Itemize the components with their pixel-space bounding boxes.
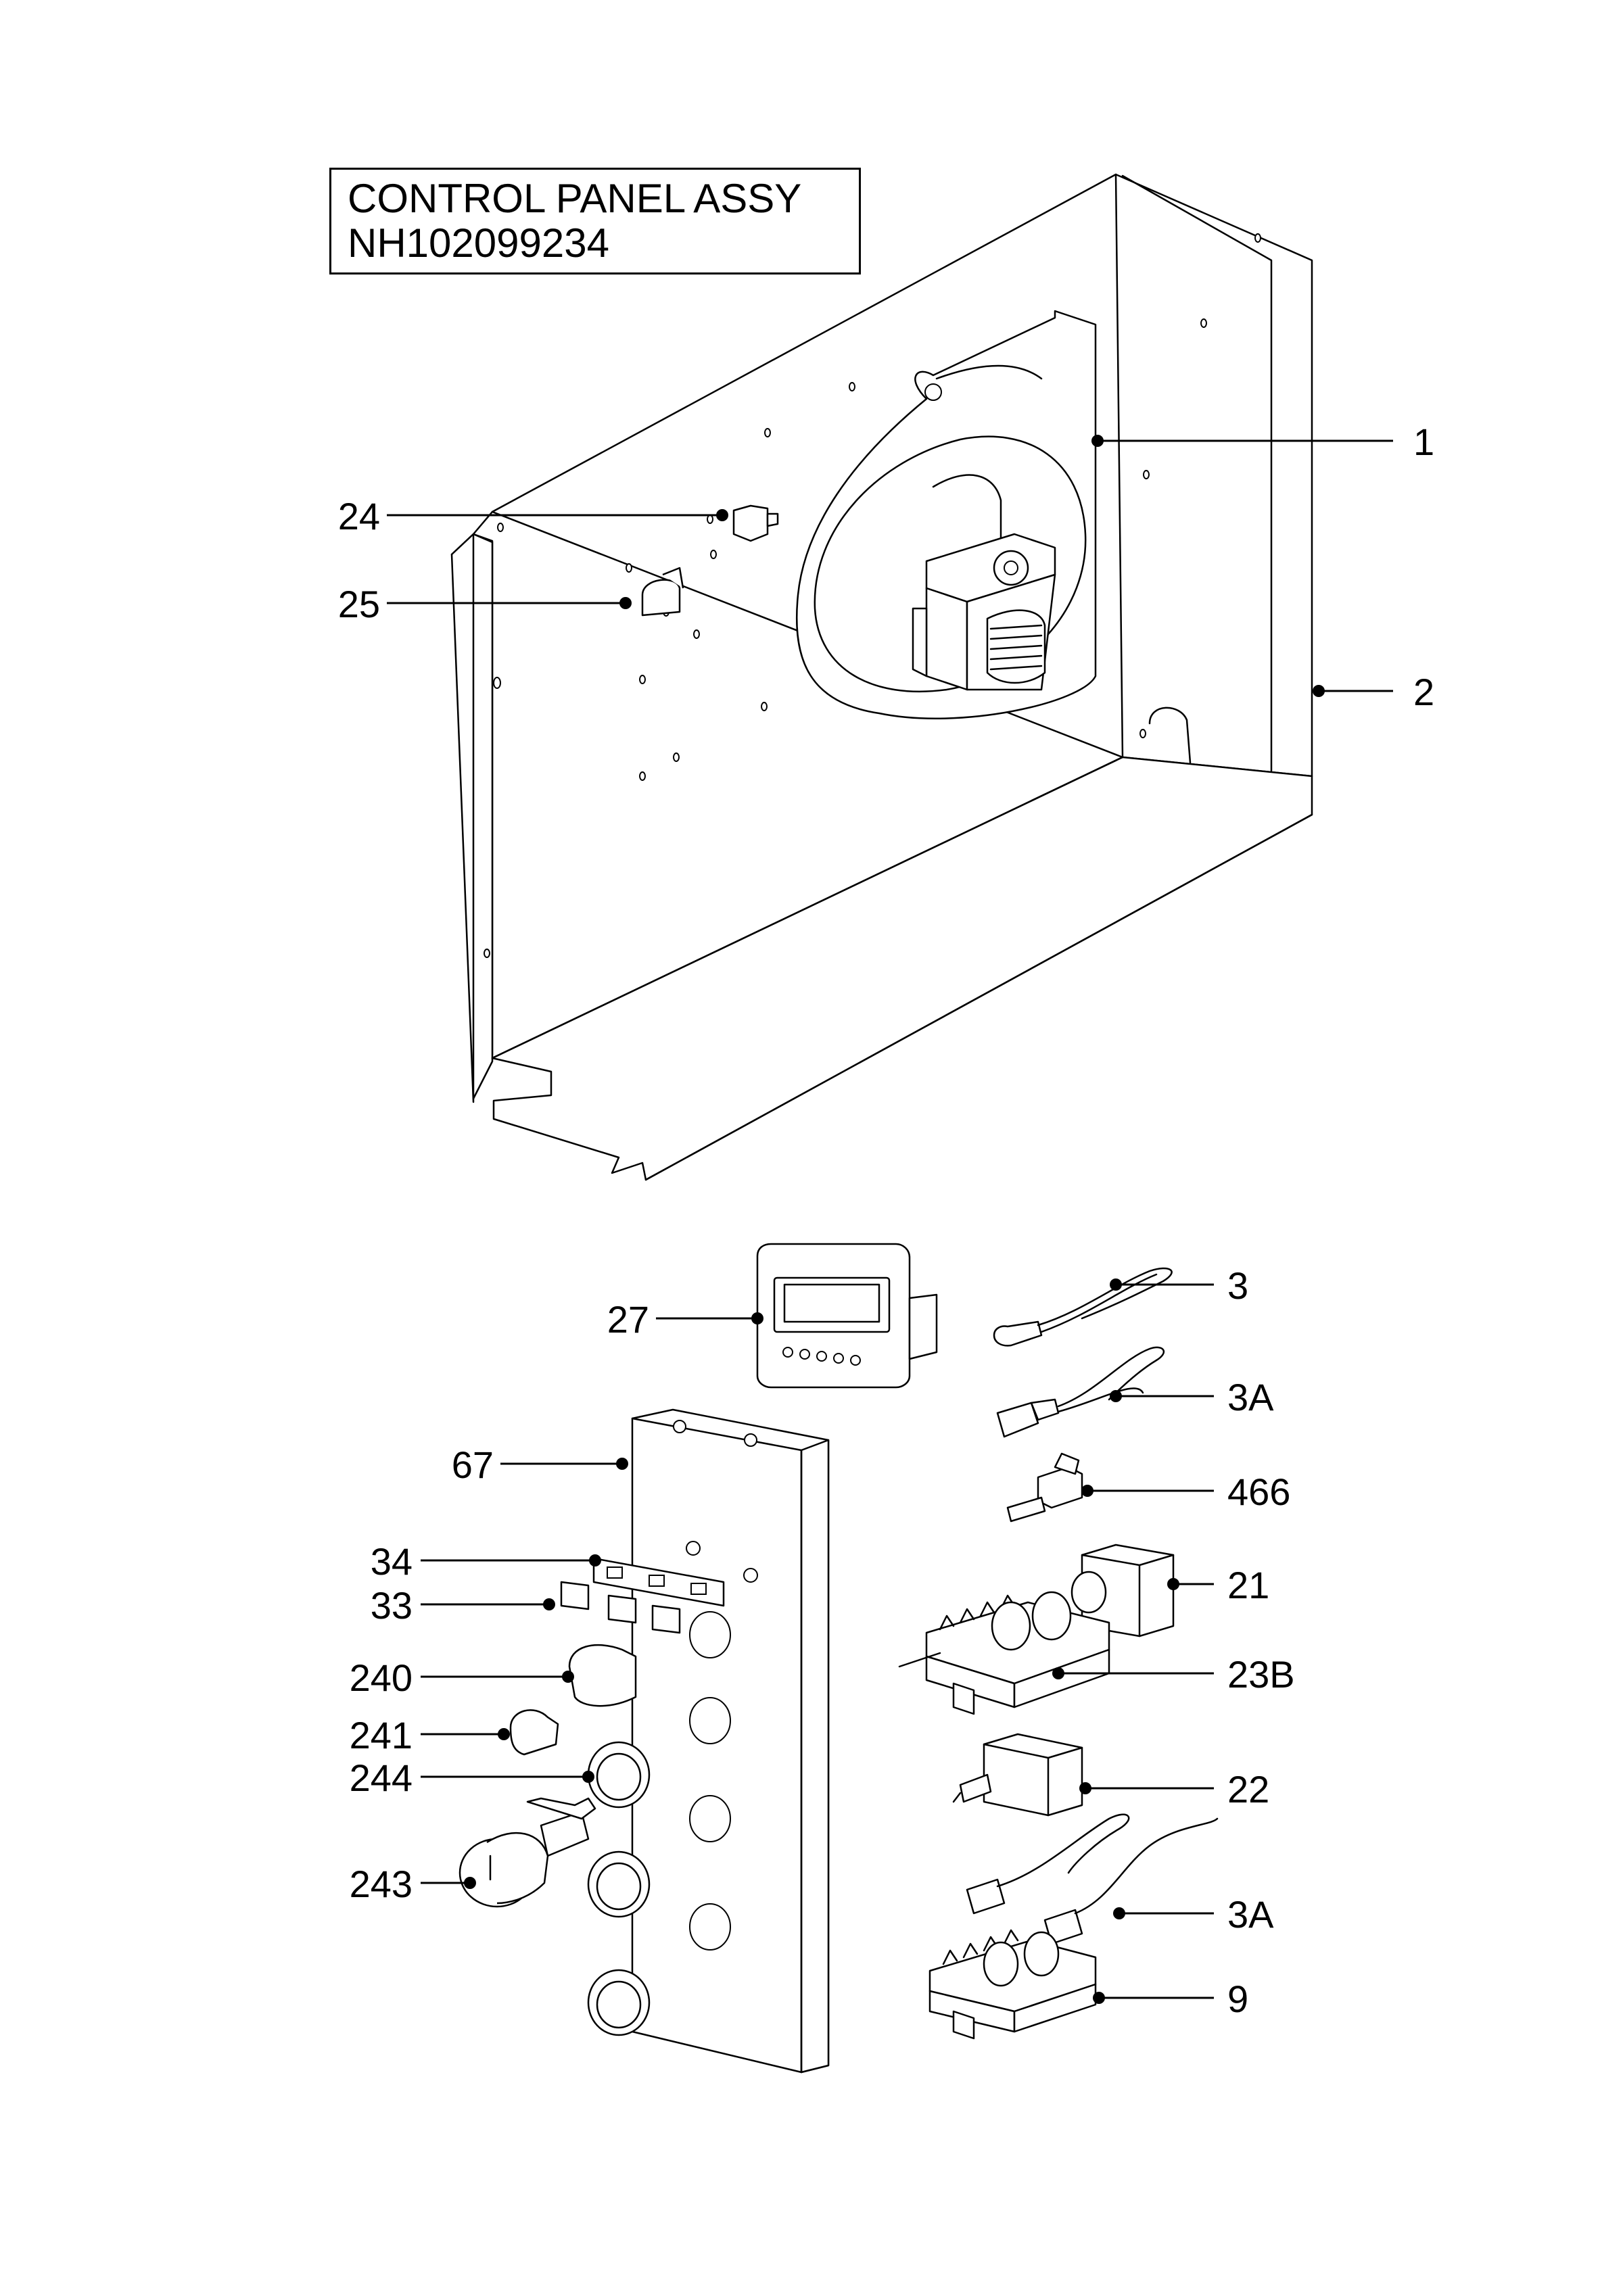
- sensor-3a-lower: [966, 1813, 1219, 1945]
- control-knob-243: [458, 1797, 596, 1908]
- callout-21: 21: [1227, 1564, 1270, 1606]
- thermostat-24: [716, 504, 779, 542]
- callout-34: 34: [370, 1540, 413, 1583]
- callout-9: 9: [1227, 1978, 1249, 2020]
- callout-24: 24: [337, 495, 380, 537]
- front-fascia-panel: [616, 1408, 830, 2074]
- assembly-name: CONTROL PANEL ASSY: [348, 176, 802, 221]
- callout-3a-lower: 3A: [1227, 1893, 1274, 1936]
- switch-plate-34: [589, 1554, 725, 1607]
- callout-27: 27: [607, 1298, 649, 1341]
- lamp-bulb-241: [498, 1709, 559, 1756]
- callout-67: 67: [451, 1443, 494, 1486]
- fan-motor-assembly: [795, 310, 1097, 720]
- callout-25: 25: [337, 583, 380, 625]
- lamp-holder-240: [562, 1644, 637, 1707]
- selector-switch-9: [928, 1929, 1105, 2040]
- callout-240: 240: [349, 1656, 413, 1699]
- knob-bezel-244: [582, 1741, 651, 2036]
- sensor-3a-upper: [996, 1346, 1165, 1438]
- callout-33: 33: [370, 1584, 413, 1627]
- push-buttons-33: [543, 1581, 681, 1634]
- callout-241: 241: [349, 1714, 413, 1756]
- callout-3a-upper: 3A: [1227, 1376, 1274, 1418]
- selector-switch-23b: [898, 1591, 1110, 1715]
- probe-sensor-3: [993, 1267, 1173, 1347]
- switch-466: [1006, 1452, 1093, 1523]
- callout-1: 1: [1413, 421, 1435, 463]
- title-box: CONTROL PANEL ASSY NH102099234: [329, 168, 861, 274]
- callout-466: 466: [1227, 1470, 1291, 1513]
- callout-23b: 23B: [1227, 1653, 1295, 1696]
- thermostat-25: [619, 567, 684, 617]
- callout-2: 2: [1413, 671, 1435, 713]
- leader-lines: [387, 435, 1393, 1999]
- part-number: NH102099234: [348, 220, 609, 266]
- switch-21: [1071, 1544, 1179, 1637]
- callout-243: 243: [349, 1863, 413, 1905]
- callout-244: 244: [349, 1756, 413, 1799]
- callout-3: 3: [1227, 1264, 1249, 1307]
- callout-22: 22: [1227, 1768, 1270, 1811]
- timer-display-module: [751, 1243, 938, 1389]
- switch-22: [952, 1733, 1091, 1817]
